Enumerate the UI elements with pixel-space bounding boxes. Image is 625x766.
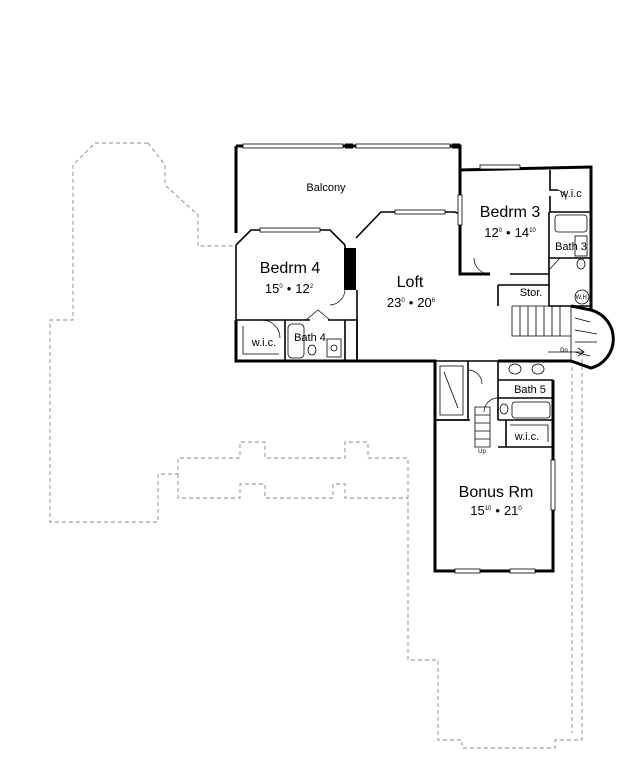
bath4-fixtures: [287, 309, 342, 359]
stair-tower: [511, 304, 615, 370]
balcony-railing: [235, 143, 461, 246]
bath3-fixtures: [548, 214, 590, 305]
balcony-label: Balcony: [306, 182, 346, 194]
bath5-label: Bath 5: [514, 384, 546, 396]
bonus-walls: [434, 361, 556, 574]
bath4-label: Bath 4: [294, 332, 326, 344]
bedrm3-dimensions: 120•1410: [484, 225, 536, 240]
bonus-label: Bonus Rm: [459, 484, 534, 501]
lower-floor-outline: [49, 142, 583, 749]
water-heater-label: W.H.: [576, 295, 589, 301]
bedrm4-dimensions: 150•122: [265, 281, 314, 296]
bonus-dimensions: 1510•210: [470, 503, 522, 518]
bath5-fixtures: [499, 363, 551, 419]
bath3-label: Bath 3: [555, 241, 587, 253]
wic-bedrm4-label: w.i.c.: [251, 337, 276, 349]
bedrm3-label: Bedrm 3: [480, 204, 541, 221]
stair-down-label: Dn: [560, 348, 568, 354]
bedrm4-label: Bedrm 4: [260, 260, 321, 277]
loft-details: [356, 290, 498, 362]
bedrm4-walls: [235, 245, 358, 361]
loft-dimensions: 230•206: [387, 295, 436, 310]
loft-label: Loft: [397, 274, 424, 291]
stor-label: Stor.: [520, 287, 543, 299]
wic-bonus-label: w.i.c.: [514, 431, 539, 443]
stair-up-label: Up: [478, 449, 486, 455]
wic-bedrm3-label: w.i.c: [559, 188, 582, 200]
